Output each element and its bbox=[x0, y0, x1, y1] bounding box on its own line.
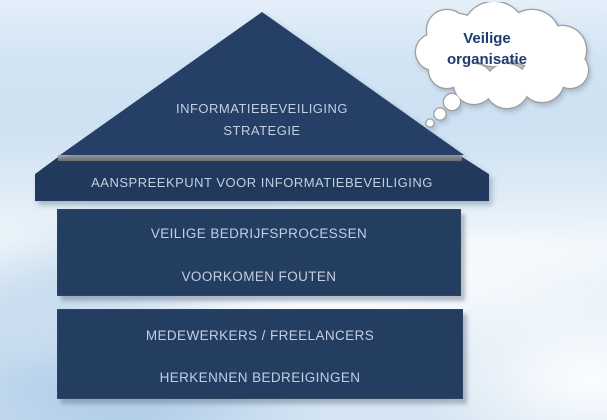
cloud-icon bbox=[414, 0, 590, 128]
thought-bubble-label: Veilige organisatie bbox=[422, 28, 552, 70]
eave-bar: AANSPREEKPUNT VOOR INFORMATIEBEVEILIGING bbox=[35, 157, 489, 201]
roof-divider-line bbox=[58, 155, 462, 161]
bubble-line2: organisatie bbox=[446, 51, 528, 68]
layer2-line2: HERKENNEN BEDREIGINGEN bbox=[159, 370, 361, 385]
roof-label-line1: INFORMATIEBEVEILIGING bbox=[175, 101, 349, 116]
layer-business-processes: VEILIGE BEDRIJFSPROCESSEN VOORKOMEN FOUT… bbox=[57, 209, 461, 296]
roof-label-line2: STRATEGIE bbox=[223, 123, 301, 138]
roof-label: INFORMATIEBEVEILIGING STRATEGIE bbox=[60, 98, 464, 142]
layer2-line1: MEDEWERKERS / FREELANCERS bbox=[145, 328, 375, 343]
layer-employees: MEDEWERKERS / FREELANCERS HERKENNEN BEDR… bbox=[57, 309, 463, 399]
eave-label: AANSPREEKPUNT VOOR INFORMATIEBEVEILIGING bbox=[91, 175, 433, 190]
layer1-line1: VEILIGE BEDRIJFSPROCESSEN bbox=[150, 226, 368, 241]
thought-bubble-cloud bbox=[402, 0, 602, 135]
bubble-line1: Veilige bbox=[463, 30, 511, 47]
layer1-line2: VOORKOMEN FOUTEN bbox=[181, 269, 337, 284]
